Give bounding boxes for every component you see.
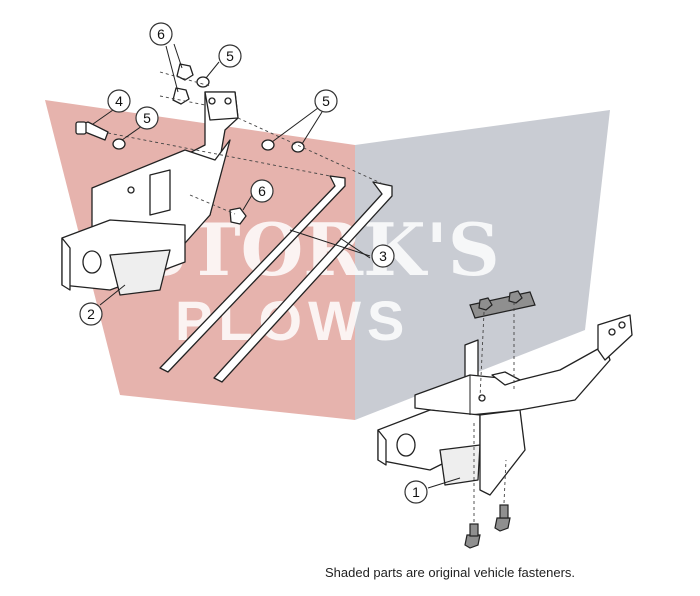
callout-6-top: 6 — [149, 22, 173, 46]
nut-mid — [229, 207, 247, 225]
oem-bolt-2 — [494, 517, 511, 532]
support-rods — [159, 175, 393, 383]
svg-text:2: 2 — [87, 306, 95, 322]
callout-4: 4 — [107, 89, 131, 113]
svg-text:5: 5 — [143, 110, 151, 126]
oem-bolt-1 — [464, 534, 481, 549]
callout-5-mid: 5 — [314, 89, 338, 113]
callouts: 6 5 4 5 5 6 3 2 — [79, 22, 428, 504]
watermark-right-shape — [355, 110, 610, 420]
callout-6-mid: 6 — [250, 179, 274, 203]
svg-text:6: 6 — [258, 183, 266, 199]
caption-note: Shaded parts are original vehicle fasten… — [325, 565, 576, 580]
callout-5-left: 5 — [135, 106, 159, 130]
svg-text:6: 6 — [157, 26, 165, 42]
washer-left — [112, 138, 126, 150]
svg-text:4: 4 — [115, 93, 123, 109]
svg-text:5: 5 — [322, 93, 330, 109]
callout-5-top: 5 — [218, 44, 242, 68]
callout-3: 3 — [371, 244, 395, 268]
nut-top-2 — [172, 87, 190, 105]
callout-1: 1 — [404, 480, 428, 504]
svg-text:5: 5 — [226, 48, 234, 64]
svg-text:3: 3 — [379, 248, 387, 264]
washer-mid-2 — [291, 141, 305, 153]
hardware — [75, 63, 386, 225]
oem-fasteners — [464, 290, 536, 549]
svg-text:1: 1 — [412, 484, 420, 500]
washer-mid-1 — [261, 139, 275, 151]
nut-top-1 — [176, 63, 194, 81]
leader-lines — [92, 43, 461, 489]
callout-2: 2 — [79, 302, 103, 326]
left-mount-bracket — [61, 91, 239, 296]
right-mount-bracket — [377, 314, 633, 496]
